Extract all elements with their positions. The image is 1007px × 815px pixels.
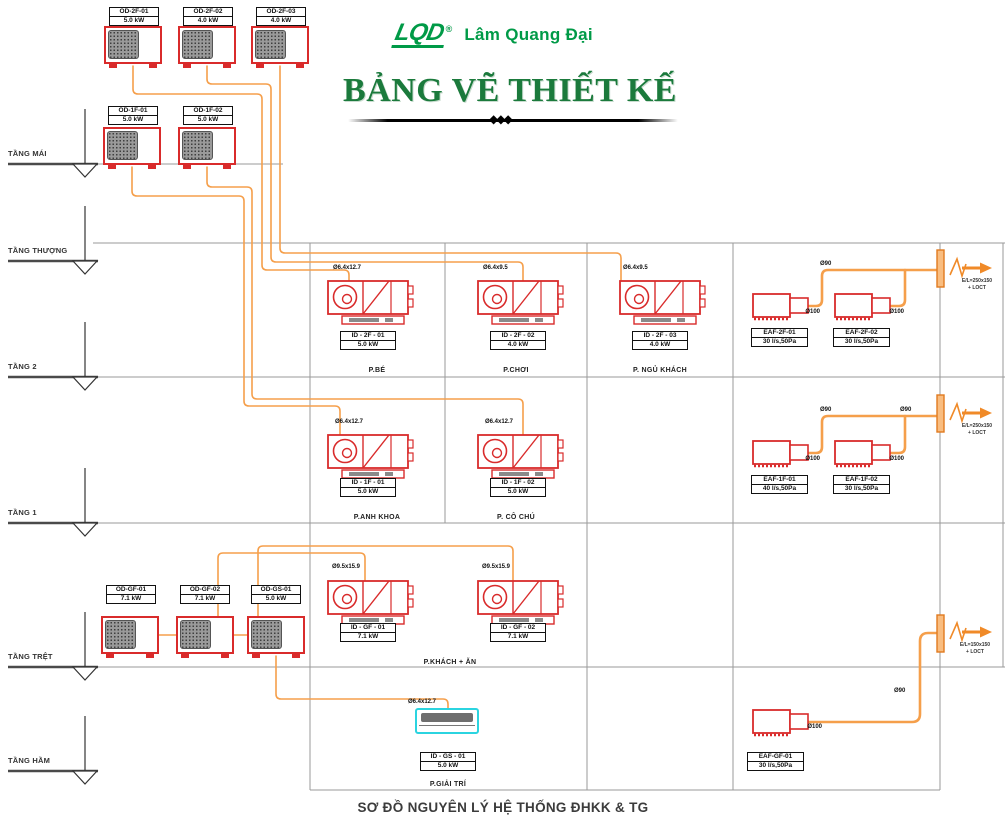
pipe-size-label: Ø6.4x12.7 <box>485 419 514 425</box>
condensing-unit-icon <box>103 127 161 169</box>
duct-size-label: Ø90 <box>820 261 832 267</box>
brand-logo: LQD ® Lâm Quang Đại <box>391 19 593 48</box>
grid-lines <box>93 163 1005 791</box>
exhaust-arrow-icons <box>948 257 994 642</box>
exhaust-fan-icon <box>752 293 810 321</box>
condenser-grille <box>105 620 136 649</box>
fan-coil-unit-icon <box>477 580 564 625</box>
condenser-grille <box>107 131 138 160</box>
registered-mark: ® <box>445 24 453 34</box>
condensing-unit-icon <box>101 616 159 658</box>
exhaust-fan-icon <box>752 440 810 468</box>
duct-size-label: Ø100 <box>805 309 820 315</box>
duct-size-label: Ø100 <box>889 309 904 315</box>
exhaust-fan-icon <box>834 293 892 321</box>
condensing-unit-icon <box>178 127 236 169</box>
duct-size-label: Ø90 <box>820 407 832 413</box>
diamond-ornament-icon: ◆◆◆ <box>489 112 513 126</box>
page-title: BẢNG VẼ THIẾT KẾ <box>343 72 677 109</box>
exhaust-louver-label: E/L=150x150+ LOCT <box>959 642 991 655</box>
condenser-grille <box>180 620 211 649</box>
fan-coil-unit-icon <box>477 434 564 479</box>
pipe-size-label: Ø6.4x9.5 <box>623 265 648 271</box>
duct-size-label: Ø100 <box>805 456 820 462</box>
pipe-size-label: Ø6.4x12.7 <box>333 265 362 271</box>
room-label: P.KHÁCH + ĂN <box>423 659 477 666</box>
exhaust-louver-label: E/L=250x150+ LOCT <box>961 423 993 436</box>
floor-label-tang-tret: TẦNG TRỆT <box>8 652 53 661</box>
floor-label-tang-mai: TẦNG MÁI <box>8 149 47 158</box>
condenser-grille <box>255 30 286 59</box>
exhaust-fan-icon <box>834 440 892 468</box>
floor-label-tang-thuong: TẦNG THƯỢNG <box>8 246 68 255</box>
condenser-grille <box>182 131 213 160</box>
condensing-unit-icon <box>247 616 305 658</box>
exhaust-ducts <box>806 268 940 724</box>
room-label: P.GIẢI TRÍ <box>429 781 467 788</box>
room-label: P. CÔ CHÚ <box>497 514 535 521</box>
fan-coil-unit-icon <box>327 434 414 479</box>
wall-mounted-unit-icon <box>415 708 479 734</box>
room-label: P.BÉ <box>368 367 386 374</box>
company-name: Lâm Quang Đại <box>464 25 593 44</box>
room-label: P. NGỦ KHÁCH <box>632 367 688 374</box>
title-divider <box>348 119 678 122</box>
fan-coil-unit-icon <box>327 280 414 325</box>
floor-label-tang-ham: TẦNG HẦM <box>8 756 51 765</box>
floor-label-tang-1: TẦNG 1 <box>8 508 37 517</box>
pipe-size-label: Ø9.5x15.9 <box>332 564 361 570</box>
pipe-size-label: Ø6.4x12.7 <box>335 419 364 425</box>
floor-label-tang-2: TẦNG 2 <box>8 362 37 371</box>
condensing-unit-icon <box>251 26 309 68</box>
level-marker-icons <box>72 108 98 785</box>
condenser-grille <box>182 30 213 59</box>
pipe-size-label: Ø6.4x12.7 <box>408 699 437 705</box>
room-label: P.ANH KHOA <box>353 514 401 521</box>
condensing-unit-icon <box>176 616 234 658</box>
fan-coil-unit-icon <box>619 280 706 325</box>
lqd-logo-icon: LQD <box>391 19 449 48</box>
condenser-grille <box>251 620 282 649</box>
pipe-size-label: Ø6.4x9.5 <box>483 265 508 271</box>
drawing-caption: SƠ ĐỒ NGUYÊN LÝ HỆ THỐNG ĐHKK & TG <box>357 800 649 815</box>
duct-size-label: Ø100 <box>807 724 822 730</box>
pipe-size-label: Ø9.5x15.9 <box>482 564 511 570</box>
exhaust-louver-label: E/L=250x150+ LOCT <box>961 278 993 291</box>
duct-size-label: Ø90 <box>894 688 906 694</box>
fan-coil-unit-icon <box>477 280 564 325</box>
condenser-grille <box>108 30 139 59</box>
duct-size-label: Ø100 <box>889 456 904 462</box>
room-label: P.CHƠI <box>503 367 529 374</box>
condensing-unit-icon <box>104 26 162 68</box>
condensing-unit-icon <box>178 26 236 68</box>
duct-size-label: Ø90 <box>900 407 912 413</box>
fan-coil-unit-icon <box>327 580 414 625</box>
